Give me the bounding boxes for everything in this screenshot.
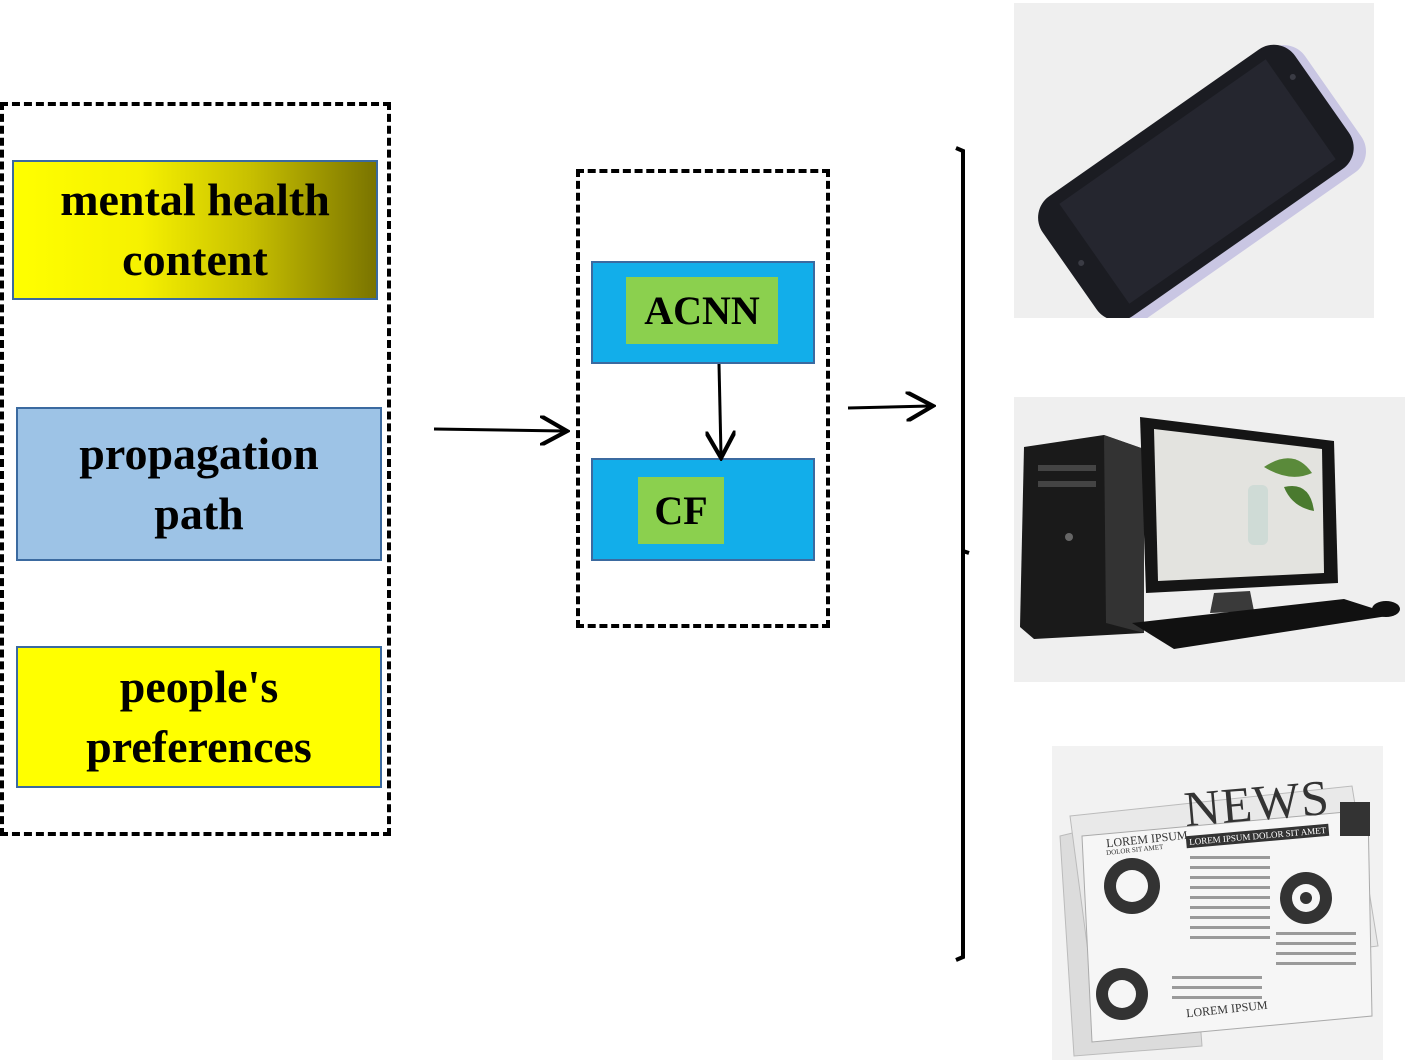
- input-to-model-arrow: [433, 429, 564, 431]
- propagation-path-box: propagation path: [16, 407, 382, 561]
- model-group: [576, 169, 830, 628]
- cf-label: CF: [654, 488, 708, 533]
- acnn-label: ACNN: [644, 288, 760, 333]
- smartphone-image: [1014, 3, 1374, 318]
- cf-box: CF: [638, 477, 724, 544]
- acnn-box: ACNN: [626, 277, 778, 344]
- peoples-preferences-box: people's preferences: [16, 646, 382, 788]
- propagation-path-label: propagation path: [79, 428, 319, 539]
- output-bracket: [955, 146, 970, 962]
- newspaper-icon: [1059, 785, 1379, 1057]
- desktop-computer-image: [1014, 397, 1405, 682]
- desktop-computer-icon: [1020, 417, 1400, 649]
- peoples-preferences-label: people's preferences: [86, 661, 312, 772]
- mental-health-content-label: mental health content: [60, 174, 330, 285]
- mental-health-content-box: mental health content: [12, 160, 378, 300]
- newspaper-image: NEWS LOREM IPSUM DOLOR SIT AMET LOREM IP…: [1052, 746, 1383, 1060]
- input-group: [0, 102, 391, 836]
- smartphone-icon: [1038, 44, 1366, 318]
- model-to-output-arrow: [847, 406, 930, 408]
- acnn-to-cf-arrow: [719, 363, 721, 455]
